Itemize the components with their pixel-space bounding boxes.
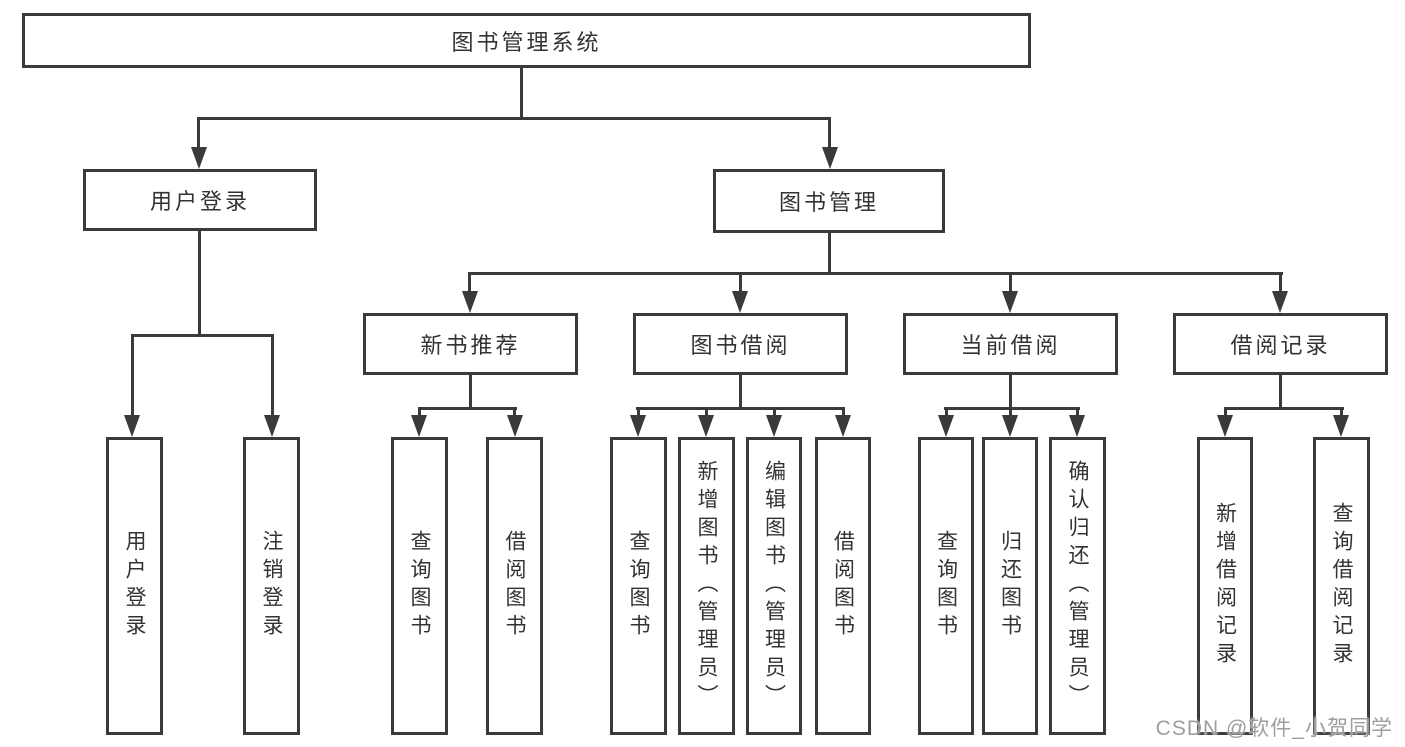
leaf-add-books-admin: 新增图书（管理员）	[678, 437, 735, 735]
connector-current-borrow-branch	[944, 407, 1080, 410]
connector-arrow-shaft	[197, 117, 200, 149]
arrowhead-icon	[462, 291, 478, 313]
arrowhead-icon	[822, 147, 838, 169]
arrowhead-icon	[1272, 291, 1288, 313]
leaf-query-borrow-record: 查询借阅记录	[1313, 437, 1370, 735]
connector-borrow-records-trunk	[1279, 373, 1282, 410]
connector-arrow-shaft	[705, 407, 708, 417]
connector-borrow-records-branch	[1224, 407, 1344, 410]
connector-book-mgmt-trunk	[828, 230, 831, 274]
arrowhead-icon	[1002, 291, 1018, 313]
node-label: 图书借阅	[690, 333, 791, 358]
arrowhead-icon	[191, 147, 207, 169]
connector-arrow-shaft	[131, 334, 134, 417]
arrowhead-icon	[1002, 415, 1018, 437]
connector-user-login-branch	[131, 334, 274, 337]
connector-arrow-shaft	[1340, 407, 1343, 417]
arrowhead-icon	[411, 415, 427, 437]
leaf-logout: 注销登录	[243, 437, 300, 735]
connector-current-borrow-trunk	[1009, 373, 1012, 410]
node-borrowing-records: 借阅记录	[1173, 313, 1388, 375]
leaf-label: 查询借阅记录	[1330, 502, 1353, 670]
connector-new-book-trunk	[469, 373, 472, 409]
leaf-label: 用户登录	[123, 530, 146, 642]
arrowhead-icon	[766, 415, 782, 437]
connector-arrow-shaft	[1076, 407, 1079, 417]
connector-arrow-shaft	[945, 407, 948, 417]
connector-arrow-shaft	[1009, 407, 1012, 417]
connector-root-trunk	[520, 66, 523, 119]
node-label: 图书管理	[778, 190, 879, 215]
leaf-query-books-recommend: 查询图书	[391, 437, 448, 735]
connector-arrow-shaft	[513, 407, 516, 417]
connector-arrow-shaft	[468, 272, 471, 293]
node-label: 用户登录	[149, 189, 250, 214]
arrowhead-icon	[938, 415, 954, 437]
leaf-query-books-borrowing: 查询图书	[610, 437, 667, 735]
leaf-borrow-books-recommend: 借阅图书	[486, 437, 543, 735]
connector-book-borrow-trunk	[739, 373, 742, 410]
connector-arrow-shaft	[773, 407, 776, 417]
leaf-confirm-return-admin: 确认归还（管理员）	[1049, 437, 1106, 735]
node-label: 图书管理系统	[451, 29, 602, 55]
leaf-label: 查询图书	[627, 530, 650, 642]
connector-arrow-shaft	[1009, 272, 1012, 293]
connector-arrow-shaft	[418, 407, 421, 417]
node-label: 借阅记录	[1230, 333, 1331, 358]
leaf-label: 新增借阅记录	[1213, 502, 1237, 670]
node-library-management-system: 图书管理系统	[22, 13, 1031, 68]
connector-arrow-shaft	[842, 407, 845, 417]
arrowhead-icon	[124, 415, 140, 437]
connector-arrow-shaft	[1279, 272, 1282, 293]
node-new-book-recommend: 新书推荐	[363, 313, 578, 375]
arrowhead-icon	[1069, 415, 1085, 437]
connector-arrow-shaft	[828, 117, 831, 149]
leaf-return-books: 归还图书	[982, 437, 1038, 735]
node-label: 新书推荐	[420, 333, 521, 358]
leaf-query-books-current: 查询图书	[918, 437, 974, 735]
connector-arrow-shaft	[637, 407, 640, 417]
connector-new-book-branch	[418, 407, 517, 410]
arrowhead-icon	[507, 415, 523, 437]
arrowhead-icon	[835, 415, 851, 437]
node-current-borrowing: 当前借阅	[903, 313, 1118, 375]
connector-book-borrow-branch	[636, 407, 845, 410]
node-book-borrowing: 图书借阅	[633, 313, 848, 375]
connector-arrow-shaft	[271, 334, 274, 417]
leaf-label: 查询图书	[408, 530, 431, 642]
connector-arrow-shaft	[1224, 407, 1227, 417]
arrowhead-icon	[264, 415, 280, 437]
arrowhead-icon	[732, 291, 748, 313]
connector-level2-branch	[468, 272, 1283, 275]
leaf-add-borrow-record: 新增借阅记录	[1197, 437, 1253, 735]
leaf-borrow-books: 借阅图书	[815, 437, 871, 735]
leaf-label: 借阅图书	[831, 530, 855, 642]
arrowhead-icon	[630, 415, 646, 437]
node-label: 当前借阅	[960, 333, 1061, 358]
connector-user-login-trunk	[198, 229, 201, 336]
arrowhead-icon	[1217, 415, 1233, 437]
leaf-label: 注销登录	[260, 530, 283, 642]
arrowhead-icon	[1333, 415, 1349, 437]
leaf-label: 归还图书	[998, 530, 1022, 642]
node-book-management: 图书管理	[713, 169, 945, 233]
leaf-label: 新增图书（管理员）	[695, 460, 718, 712]
leaf-edit-books-admin: 编辑图书（管理员）	[746, 437, 802, 735]
leaf-user-login: 用户登录	[106, 437, 163, 735]
connector-arrow-shaft	[739, 272, 742, 293]
leaf-label: 编辑图书（管理员）	[762, 460, 786, 712]
node-user-login: 用户登录	[83, 169, 317, 231]
leaf-label: 查询图书	[934, 530, 958, 642]
leaf-label: 借阅图书	[503, 530, 526, 642]
csdn-watermark: CSDN @软件_小贺同学	[1155, 717, 1393, 740]
arrowhead-icon	[698, 415, 714, 437]
connector-level1-branch	[197, 117, 831, 120]
leaf-label: 确认归还（管理员）	[1066, 460, 1089, 712]
